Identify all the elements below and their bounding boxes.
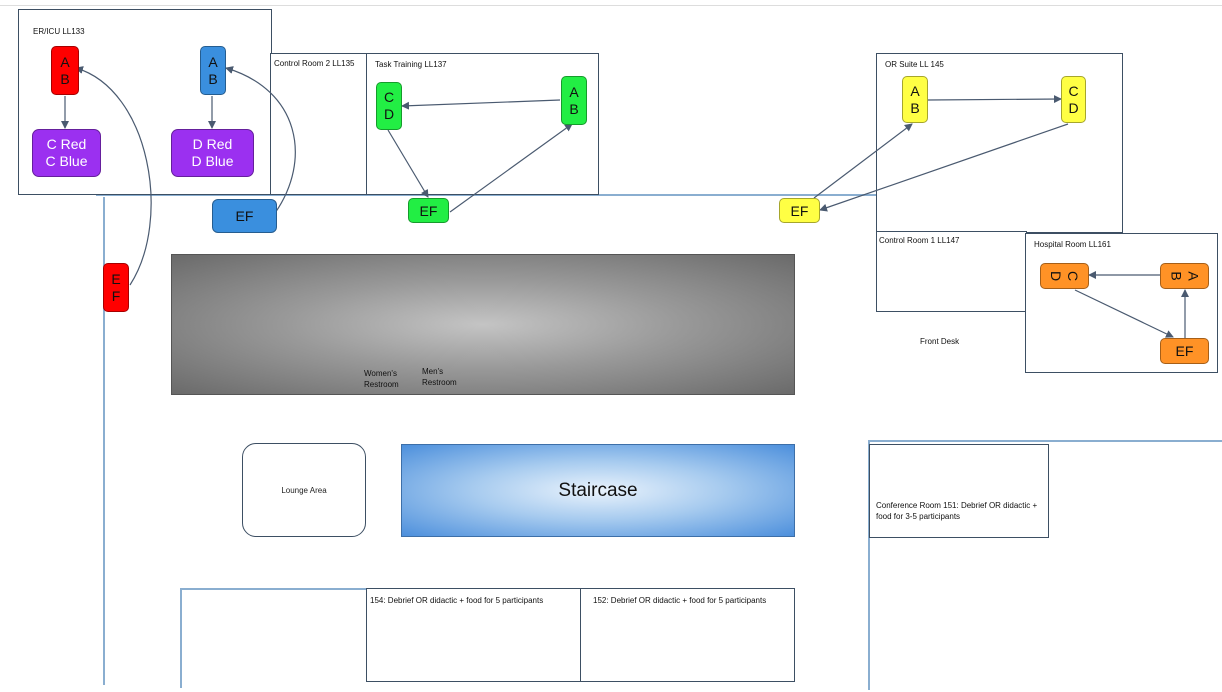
lounge-area: Lounge Area bbox=[242, 443, 366, 537]
staircase-label: Staircase bbox=[558, 479, 638, 501]
room-task-training-label: Task Training LL137 bbox=[375, 60, 447, 69]
room-er-icu-label: ER/ICU LL133 bbox=[33, 27, 85, 36]
corridor-line-right bbox=[868, 440, 870, 690]
room-152-label: 152: Debrief OR didactic + food for 5 pa… bbox=[593, 596, 767, 605]
node-er-ef-blue: EF bbox=[212, 199, 277, 233]
corridor-line-left bbox=[103, 197, 105, 685]
node-task-ef: EF bbox=[408, 198, 449, 223]
room-152: 152: Debrief OR didactic + food for 5 pa… bbox=[580, 588, 795, 682]
room-control-1-label: Control Room 1 LL147 bbox=[879, 236, 960, 245]
corridor-line-lower-left bbox=[180, 588, 182, 688]
room-conference-151-label: Conference Room 151: Debrief OR didactic… bbox=[876, 501, 1038, 521]
corridor-line-lower bbox=[180, 588, 370, 590]
room-154: 154: Debrief OR didactic + food for 5 pa… bbox=[366, 588, 582, 682]
lounge-area-label: Lounge Area bbox=[281, 485, 327, 495]
staircase: Staircase bbox=[401, 444, 795, 537]
room-control-2-label: Control Room 2 LL135 bbox=[274, 59, 355, 68]
womens-restroom-label: Women's Restroom bbox=[364, 369, 399, 389]
room-or-suite-label: OR Suite LL 145 bbox=[885, 60, 944, 69]
corridor-line-right-top bbox=[868, 440, 1222, 442]
room-conference-151: Conference Room 151: Debrief OR didactic… bbox=[869, 444, 1049, 538]
room-hospital-label: Hospital Room LL161 bbox=[1034, 240, 1111, 249]
mens-restroom-label: Men's Restroom bbox=[422, 367, 457, 387]
page-top-border bbox=[0, 5, 1222, 6]
room-154-label: 154: Debrief OR didactic + food for 5 pa… bbox=[370, 596, 544, 605]
room-control-1: Control Room 1 LL147 bbox=[876, 231, 1027, 312]
front-desk-label: Front Desk bbox=[920, 337, 960, 346]
room-control-2: Control Room 2 LL135 bbox=[270, 53, 368, 195]
node-or-ef: EF bbox=[779, 198, 820, 223]
node-hosp-ef: EF bbox=[1160, 338, 1209, 364]
restroom-block: Women's Restroom Men's Restroom bbox=[171, 254, 795, 395]
